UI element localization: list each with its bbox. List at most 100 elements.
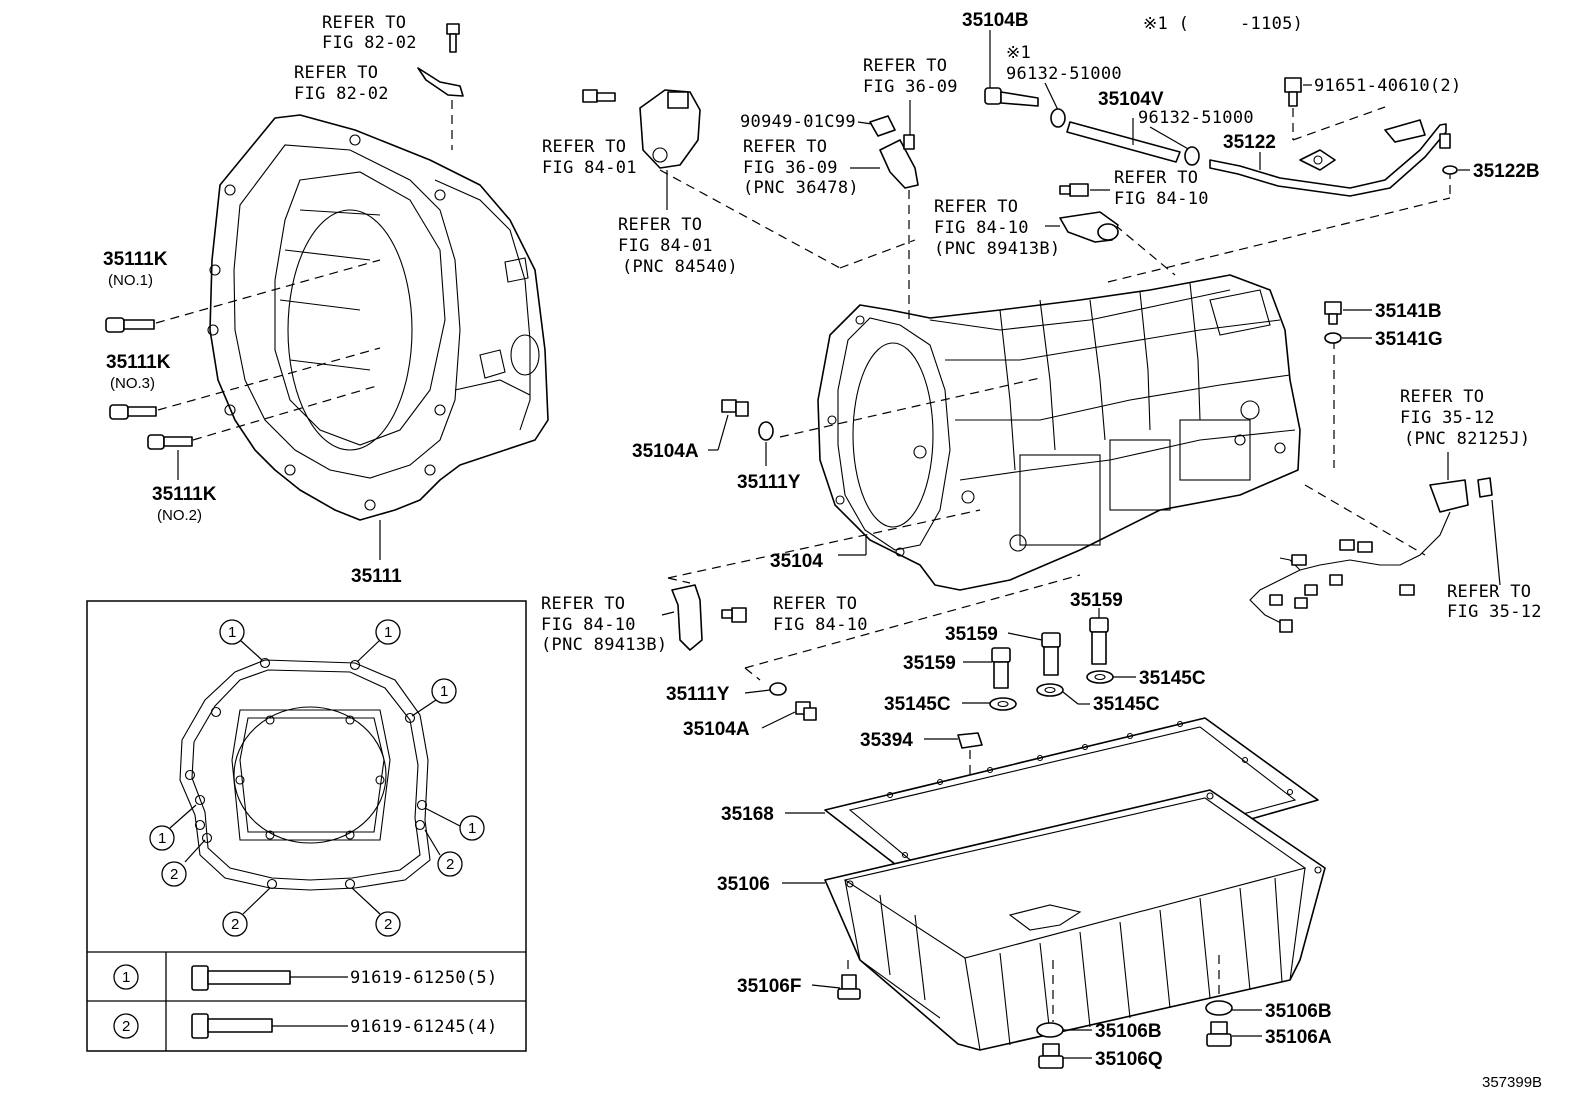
label-35111K-no1[interactable]: 35111K — [103, 249, 168, 270]
label-35104V[interactable]: 35104V — [1098, 89, 1164, 110]
svg-text:REFER TO: REFER TO — [863, 56, 947, 76]
speed-sensor-lower — [671, 584, 747, 651]
svg-text:(PNC 89413B): (PNC 89413B) — [541, 635, 667, 655]
svg-text:2: 2 — [231, 916, 239, 933]
footnote-mark: ※1 ( — [1143, 14, 1189, 34]
washer-35141G — [1324, 332, 1342, 344]
magnet-35394 — [957, 732, 983, 749]
label-35104[interactable]: 35104 — [770, 551, 823, 572]
svg-text:REFER TO: REFER TO — [618, 215, 702, 235]
gasket-35106B-right — [1205, 1000, 1233, 1016]
label-90949[interactable]: 90949-01C99 — [740, 112, 856, 132]
label-35111[interactable]: 35111 — [351, 566, 402, 587]
label-35106A[interactable]: 35106A — [1265, 1027, 1332, 1048]
svg-text:1: 1 — [158, 830, 166, 847]
label-35106[interactable]: 35106 — [717, 874, 770, 895]
label-35145C-mid[interactable]: 35145C — [1093, 694, 1160, 715]
svg-text:1: 1 — [468, 820, 476, 837]
bolt-layout-box — [86, 600, 527, 1052]
svg-text:1: 1 — [440, 683, 448, 700]
label-35141B[interactable]: 35141B — [1375, 301, 1442, 322]
svg-text:FIG 84-01: FIG 84-01 — [542, 158, 637, 178]
svg-text:FIG 82-02: FIG 82-02 — [294, 84, 389, 104]
label-35104A-lower[interactable]: 35104A — [683, 719, 750, 740]
transmission-housing — [207, 114, 549, 521]
bolt-part-number-1[interactable]: 91619-61250(5) — [350, 968, 498, 988]
svg-text:REFER TO: REFER TO — [773, 594, 857, 614]
callout-2-d: 2 — [375, 911, 401, 937]
svg-text:1: 1 — [122, 969, 130, 986]
speed-sensor-upper — [1059, 183, 1089, 197]
svg-text:2: 2 — [446, 856, 454, 873]
oil-pan — [824, 789, 1326, 1051]
wire-harness-sensor — [1249, 477, 1493, 633]
label-35111K-no2[interactable]: 35111K — [152, 484, 217, 505]
label-35106F[interactable]: 35106F — [737, 976, 801, 997]
svg-text:REFER TO: REFER TO — [934, 197, 1018, 217]
callout-2-a: 2 — [161, 861, 187, 887]
label-35104B[interactable]: 35104B — [962, 10, 1029, 31]
washer-35145C-mid — [1036, 683, 1064, 697]
label-35159-right[interactable]: 35159 — [1070, 590, 1123, 611]
solenoid-35159-mid — [1041, 632, 1061, 676]
label-35111Y-upper[interactable]: 35111Y — [737, 472, 801, 493]
svg-text:FIG 84-10: FIG 84-10 — [1114, 189, 1209, 209]
neutral-start-switch — [582, 89, 701, 169]
callout-1-b: 1 — [375, 619, 401, 645]
breather-plug-90949 — [869, 115, 896, 137]
callout-1-e: 1 — [459, 815, 485, 841]
label-35106B-left[interactable]: 35106B — [1095, 1021, 1162, 1042]
bolt-table-row-2: 2 91619-61245(4) — [113, 1013, 498, 1039]
bolt-part-number-2[interactable]: 91619-61245(4) — [350, 1017, 498, 1037]
svg-text:(PNC 84540): (PNC 84540) — [622, 257, 738, 277]
oring-35111Y-lower — [769, 682, 787, 696]
footnote-range: -1105) — [1240, 14, 1303, 34]
label-35111Y-lower[interactable]: 35111Y — [666, 684, 730, 705]
callout-1-c: 1 — [431, 678, 457, 704]
svg-text:REFER TO: REFER TO — [743, 137, 827, 157]
svg-text:FIG 82-02: FIG 82-02 — [322, 33, 417, 53]
plug-35106F — [837, 974, 861, 1000]
label-96132-a[interactable]: 96132-51000 — [1006, 64, 1122, 84]
svg-text:FIG 36-09: FIG 36-09 — [743, 158, 838, 178]
plug-35106Q — [1038, 1043, 1064, 1069]
housing-top-bracket — [417, 67, 464, 97]
label-35159-mid[interactable]: 35159 — [945, 624, 998, 645]
label-35104A-upper[interactable]: 35104A — [632, 441, 699, 462]
label-35145C-left[interactable]: 35145C — [884, 694, 951, 715]
svg-text:REFER TO: REFER TO — [1447, 582, 1531, 602]
label-35106B-right[interactable]: 35106B — [1265, 1001, 1332, 1022]
callout-2-b: 2 — [437, 851, 463, 877]
svg-text:2: 2 — [384, 916, 392, 933]
plug-35106A — [1206, 1021, 1232, 1047]
bolt-table-row-1: 1 91619-61250(5) — [113, 964, 498, 991]
solenoid-35159-left — [991, 647, 1011, 689]
svg-text:(NO.3): (NO.3) — [110, 375, 155, 392]
svg-text:※1: ※1 — [1006, 43, 1031, 63]
label-96132-b[interactable]: 96132-51000 — [1138, 108, 1254, 128]
svg-text:REFER TO: REFER TO — [322, 13, 406, 33]
clamp-96132-a — [1050, 108, 1066, 128]
bolt-35111K-no3 — [109, 404, 157, 420]
svg-text:(NO.1): (NO.1) — [108, 272, 153, 289]
label-35159-left[interactable]: 35159 — [903, 653, 956, 674]
label-35394[interactable]: 35394 — [860, 730, 913, 751]
svg-text:(PNC 82125J): (PNC 82125J) — [1404, 429, 1530, 449]
svg-text:REFER TO: REFER TO — [542, 137, 626, 157]
label-35122[interactable]: 35122 — [1223, 132, 1276, 153]
label-35106Q[interactable]: 35106Q — [1095, 1049, 1163, 1070]
label-91651[interactable]: 91651-40610(2) — [1314, 76, 1462, 96]
label-35122B[interactable]: 35122B — [1473, 161, 1540, 182]
label-35141G[interactable]: 35141G — [1375, 329, 1443, 350]
label-35111K-no3[interactable]: 35111K — [106, 352, 171, 373]
speed-sensor-upper-body — [1059, 211, 1119, 243]
callout-2-c: 2 — [222, 911, 248, 937]
label-35145C-right[interactable]: 35145C — [1139, 668, 1206, 689]
bolt-91651 — [1284, 77, 1302, 107]
bracket-36-09 — [879, 134, 919, 189]
svg-text:FIG 84-10: FIG 84-10 — [773, 615, 868, 635]
solenoid-35159-right — [1089, 617, 1109, 665]
callout-1-a: 1 — [219, 619, 245, 645]
label-35168[interactable]: 35168 — [721, 804, 774, 825]
washer-35145C-right — [1086, 670, 1114, 684]
